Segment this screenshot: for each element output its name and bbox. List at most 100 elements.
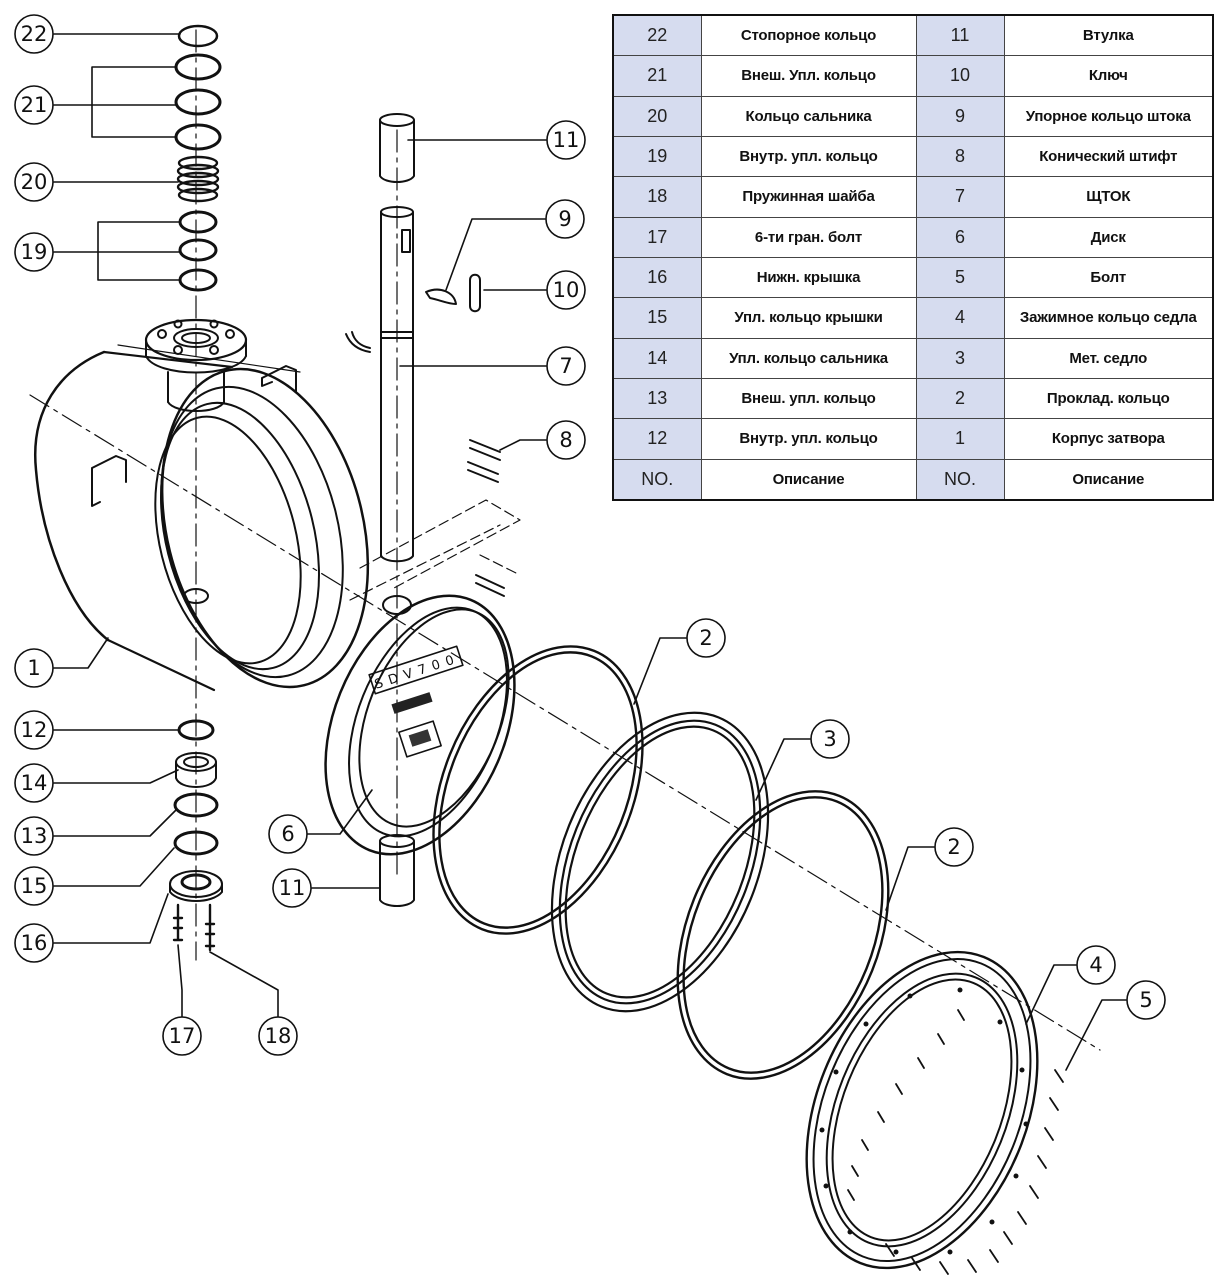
- stem-assembly: [345, 113, 505, 907]
- part-number: 5: [915, 256, 1005, 299]
- seat-retaining-ring: [805, 950, 1064, 1275]
- part-description: Мет. седло: [1003, 337, 1214, 379]
- part-description: Втулка: [1003, 14, 1214, 57]
- part-number: 20: [612, 95, 702, 137]
- callout-15: 15: [21, 874, 48, 898]
- part-description: Зажимное кольцо седла: [1003, 297, 1214, 339]
- callout-7: 7: [559, 354, 572, 378]
- part-number: 2: [915, 377, 1005, 420]
- part-number: 13: [612, 377, 702, 420]
- part-number: 6: [915, 216, 1005, 258]
- part-number: 14: [612, 337, 702, 379]
- callout-14: 14: [21, 771, 48, 795]
- callout-10: 10: [553, 278, 580, 302]
- gasket-ring-lower: [676, 790, 890, 1080]
- part-number: 3: [915, 337, 1005, 379]
- part-number: NO.: [915, 458, 1005, 501]
- part-description: Диск: [1003, 216, 1214, 258]
- part-number: 9: [915, 95, 1005, 137]
- part-description: Стопорное кольцо: [700, 14, 917, 57]
- callout-17: 17: [169, 1024, 196, 1048]
- part-description: Болт: [1003, 256, 1214, 299]
- callout-1: 1: [27, 656, 40, 680]
- callout-11-bottom: 11: [279, 876, 306, 900]
- part-number: NO.: [612, 458, 702, 501]
- part-number: 22: [612, 14, 702, 57]
- part-description: Кольцо сальника: [700, 95, 917, 137]
- part-description: Внеш. Упл. кольцо: [700, 55, 917, 97]
- part-description: Упл. кольцо сальника: [700, 337, 917, 379]
- ring-holes: [819, 987, 1029, 1255]
- callout-2-top: 2: [699, 626, 712, 650]
- valve-body: [33, 318, 370, 692]
- part-description: Внутр. упл. кольцо: [700, 135, 917, 178]
- part-description: 6-ти гран. болт: [700, 216, 917, 258]
- part-description: Конический штифт: [1003, 135, 1214, 178]
- disc: S D V 7 0 0: [324, 594, 516, 856]
- part-number: 11: [915, 14, 1005, 57]
- callout-12: 12: [21, 718, 48, 742]
- callout-19: 19: [21, 240, 48, 264]
- part-number: 17: [612, 216, 702, 258]
- callout-21: 21: [21, 93, 48, 117]
- part-number: 18: [612, 176, 702, 218]
- part-description: Нижн. крышка: [700, 256, 917, 299]
- construction-lines: [349, 499, 521, 601]
- disc-model-marking: S D V 7 0 0: [373, 653, 457, 693]
- part-description: Упорное кольцо штока: [1003, 95, 1214, 137]
- part-number: 10: [915, 55, 1005, 97]
- part-description: Проклад. кольцо: [1003, 377, 1214, 420]
- callout-2-bottom: 2: [947, 835, 960, 859]
- callout-16: 16: [21, 931, 48, 955]
- metal-seat: [550, 711, 770, 1013]
- leader-lines: [53, 33, 1127, 1071]
- part-number: 7: [915, 176, 1005, 218]
- part-description: Описание: [1003, 458, 1214, 501]
- callout-4: 4: [1089, 953, 1102, 977]
- callout-11-top: 11: [553, 128, 580, 152]
- part-number: 16: [612, 256, 702, 299]
- part-description: ЩТОК: [1003, 176, 1214, 218]
- part-description: Внеш. упл. кольцо: [700, 377, 917, 420]
- part-description: Внутр. упл. кольцо: [700, 418, 917, 460]
- part-description: Описание: [700, 458, 917, 501]
- part-number: 4: [915, 297, 1005, 339]
- part-number: 19: [612, 135, 702, 178]
- part-number: 8: [915, 135, 1005, 178]
- callout-20: 20: [21, 170, 48, 194]
- part-number: 1: [915, 418, 1005, 460]
- bottom-seal-stack: [169, 719, 223, 952]
- part-description: Корпус затвора: [1003, 418, 1214, 460]
- gasket-ring-upper: [432, 645, 644, 935]
- callout-6: 6: [281, 822, 294, 846]
- part-description: Упл. кольцо крышки: [700, 297, 917, 339]
- part-number: 15: [612, 297, 702, 339]
- top-seal-stack: [174, 24, 222, 292]
- part-description: Ключ: [1003, 55, 1214, 97]
- callout-9: 9: [558, 207, 571, 231]
- callout-8: 8: [559, 428, 572, 452]
- callout-numbers: 22 21 20 19 1 12 14 13 15 16 17 18 11 9 …: [21, 22, 1153, 1048]
- callout-bubbles: [14, 14, 1166, 1056]
- part-number: 12: [612, 418, 702, 460]
- ring-bolts: [847, 1009, 1064, 1275]
- part-description: Пружинная шайба: [700, 176, 917, 218]
- part-number: 21: [612, 55, 702, 97]
- packing-spring: [176, 155, 220, 203]
- callout-22: 22: [21, 22, 48, 46]
- callout-13: 13: [21, 824, 48, 848]
